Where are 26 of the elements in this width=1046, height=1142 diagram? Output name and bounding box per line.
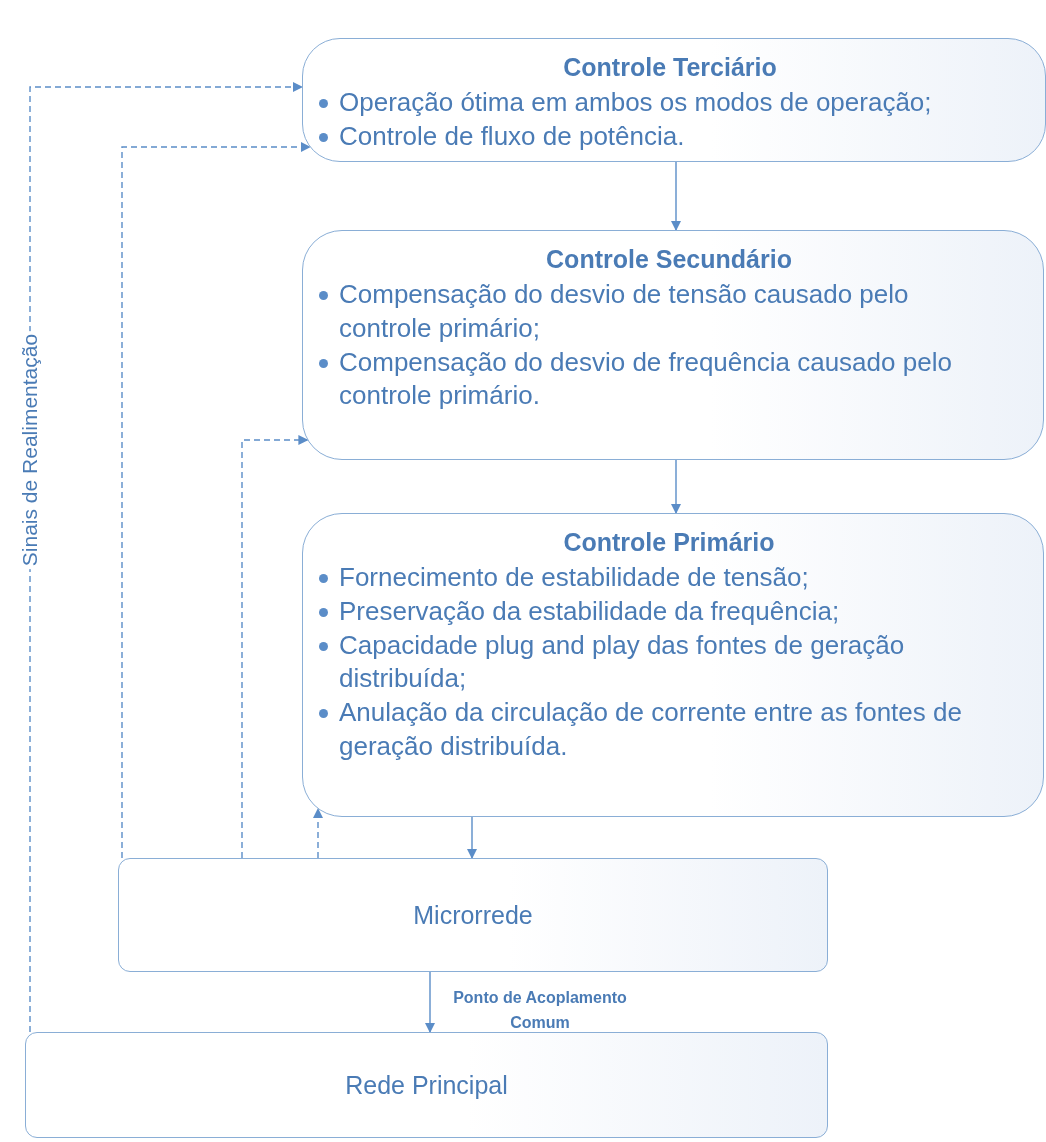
box-heading: Controle Terciário xyxy=(562,53,778,82)
bullet-item: Controle de fluxo de potência. xyxy=(313,119,1027,154)
box-heading: Controle Primário xyxy=(562,528,776,557)
block-box xyxy=(118,858,828,972)
control-box xyxy=(302,230,1044,460)
bullet-item: Operação ótima em ambos os modos de operação; xyxy=(313,86,1027,120)
arrow xyxy=(671,459,681,514)
box-heading: Controle Secundário xyxy=(545,245,793,274)
bullet-item: Compensação do desvio de frequência causado pelo controle primário. xyxy=(313,345,1025,414)
dashed-arrow xyxy=(241,435,309,859)
block-title: Microrrede xyxy=(413,900,533,930)
arrow xyxy=(467,816,477,859)
bullet-item: Anulação da circulação de corrente entre as fontes de geração distribuída. xyxy=(313,696,1025,764)
bullet-item: Preservação da estabilidade da frequência; xyxy=(313,594,1025,629)
bullet-item: Capacidade plug and play das fontes de geração distribuída; xyxy=(313,628,1025,697)
edge-label: Ponto de Acoplamento Comum xyxy=(452,988,628,1033)
arrow xyxy=(671,161,681,231)
control-box xyxy=(302,513,1044,817)
block-title: Rede Principal xyxy=(345,1070,508,1100)
dashed-arrow xyxy=(313,808,323,859)
dashed-arrow xyxy=(121,142,311,859)
control-box xyxy=(302,38,1046,162)
bullet-item: Compensação do desvio de tensão causado pelo controle primário; xyxy=(313,278,1025,346)
arrow xyxy=(425,971,435,1033)
bullet-item: Fornecimento de estabilidade de tensão; xyxy=(313,561,1025,595)
block-box xyxy=(25,1032,828,1138)
